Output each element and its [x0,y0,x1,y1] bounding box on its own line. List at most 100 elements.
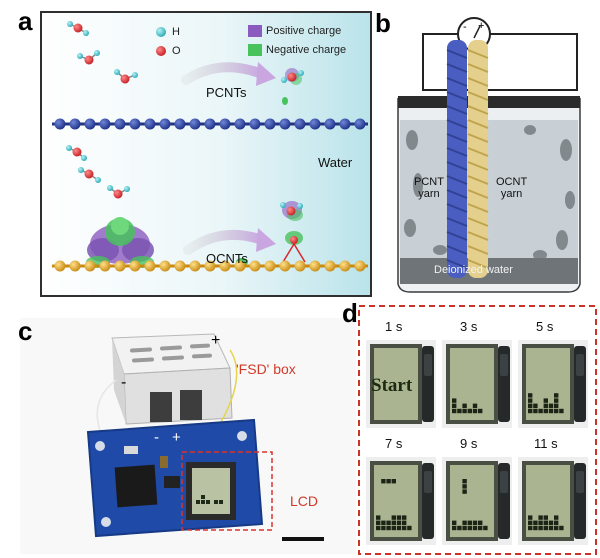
meter-plus: + [478,20,485,32]
start-text: Start [371,375,413,396]
tetris-block [528,520,533,525]
tetris-block [528,515,533,520]
tetris-block [396,515,402,520]
pcnt-atom [354,118,366,130]
tetris-block [381,525,386,531]
tetris-block [452,525,457,531]
ocnts-label: OCNTs [206,251,248,266]
ocnt-atom [159,260,171,272]
tetris-block [462,484,467,489]
game-screen [518,457,588,545]
tetris-block [559,408,564,414]
game-screen [442,457,512,545]
ocnt-atom [54,260,66,272]
tetris-block [376,525,381,531]
pcnt-yarn-line1: PCNT [414,176,444,188]
tetris-block [376,515,381,520]
tetris-block [548,525,554,531]
pcnt-atom [69,118,81,130]
tetris-block [478,520,483,525]
pcnt-atom [189,118,201,130]
tetris-block [528,525,533,531]
pcnts-label: PCNTs [206,85,247,100]
ocnt-yarn-line2: yarn [500,188,523,200]
panel-a-label: a [18,6,33,36]
tetris-block [376,520,381,525]
tetris-block [396,520,402,525]
tetris-block [528,403,533,408]
tetris-block [472,403,478,408]
tetris-block [396,525,402,531]
tetris-block [543,515,548,520]
ocnt-atom [264,260,276,272]
pcnt-atom [294,118,306,130]
tetris-block [554,408,559,414]
pcnt-atom [144,118,156,130]
tetris-block [543,525,548,531]
ocnt-atom [354,260,366,272]
game-screen [518,340,588,428]
fsd-box-label: 'FSD' box [236,361,296,377]
tetris-block [548,403,554,408]
pcnt-yarn-label: PCNT yarn [414,176,444,200]
tetris-block [528,408,533,414]
tetris-block [528,393,533,398]
tetris-block [533,525,538,531]
tetris-block [462,489,467,494]
ocnt-atom [294,260,306,272]
ocnt-atom [174,260,186,272]
ocnt-atom [339,260,351,272]
ocnt-atom [114,260,126,272]
tetris-block [467,408,472,414]
tetris-block [533,520,538,525]
tetris-block [391,515,396,520]
meter-minus: - [463,21,467,33]
ocnt-atom [309,260,321,272]
tetris-block [543,398,548,403]
legend-o: O [172,45,181,57]
tetris-block [402,520,407,525]
ocnt-atom [69,260,81,272]
board-minus-sign: - [154,429,159,446]
tetris-block [478,408,483,414]
panel-c-label: c [18,316,33,346]
pcnt-atom [324,118,336,130]
tetris-block [386,479,391,484]
ocnt-atom [249,260,261,272]
tetris-block [462,403,467,408]
tetris-block [391,520,396,525]
tetris-block [402,525,407,531]
legend-negative-charge: Negative charge [266,44,347,56]
tetris-block [483,525,488,531]
legend-h: H [172,26,180,38]
tetris-block [472,520,478,525]
board-plus-sign: + [172,429,181,446]
tetris-block [543,520,548,525]
tetris-block [386,525,391,531]
tetris-block [391,479,396,484]
tetris-block [478,525,483,531]
tetris-block [538,520,543,525]
box-minus-sign: - [121,374,127,391]
panel-d-label: d [342,298,358,328]
time-label-4: 7 s [385,436,403,451]
tetris-block [381,520,386,525]
tetris-block [543,408,548,414]
tetris-block [467,525,472,531]
tetris-block [472,408,478,414]
pcnt-atom [279,118,291,130]
legend-positive-charge: Positive charge [266,25,342,37]
time-label-6: 11 s [534,436,558,451]
time-label-1: 1 s [385,319,403,334]
tetris-block [548,408,554,414]
tetris-block [548,520,554,525]
pcnt-atom [159,118,171,130]
tetris-block [554,403,559,408]
tetris-block [462,408,467,414]
time-label-2: 3 s [460,319,478,334]
pcnt-atom [249,118,261,130]
ocnt-atom [99,260,111,272]
pcnt-atom [114,118,126,130]
tetris-block [554,393,559,398]
pcnt-atom [129,118,141,130]
